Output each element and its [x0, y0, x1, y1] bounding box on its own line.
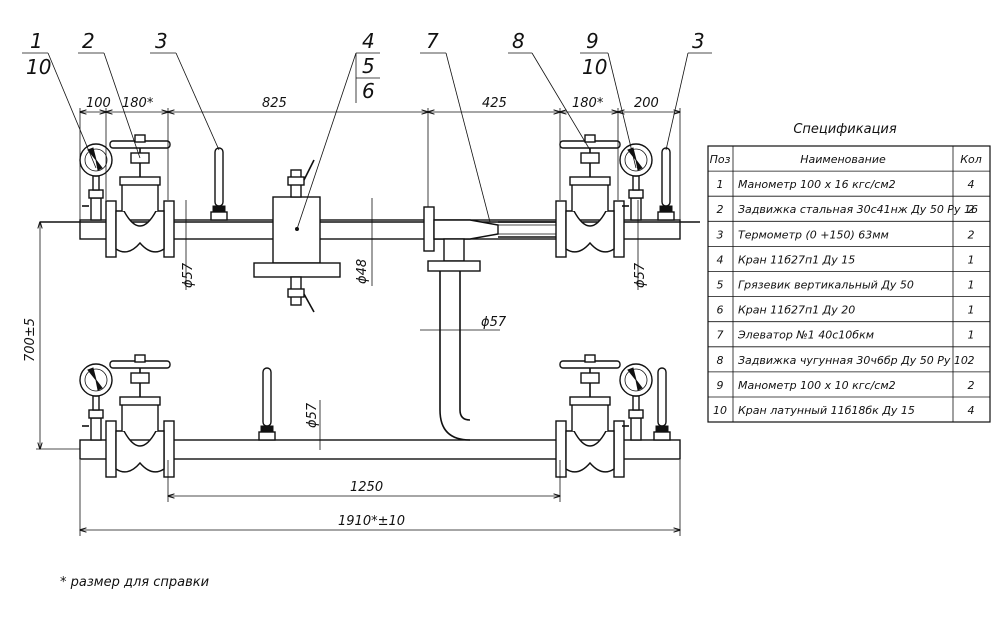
- spec-title: Спецификация: [793, 122, 897, 137]
- spec-name-cell: Кран латунный 11б18бк Ду 15: [738, 404, 915, 417]
- spec-pos-cell: 2: [717, 203, 724, 216]
- dim-425: 425: [482, 96, 507, 111]
- pos-10-left: 10: [26, 55, 51, 79]
- bottom-thermometer: [258, 367, 276, 441]
- spec-qty-cell: 1: [968, 253, 975, 266]
- spec-header-cell: Наименование: [800, 153, 886, 166]
- dim-825: 825: [262, 96, 287, 111]
- spec-row: 4 Кран 11б27п1 Ду 15 1: [708, 253, 990, 272]
- bottom-left-gate-valve: [105, 354, 175, 478]
- bypass-pipe: [427, 238, 481, 441]
- pos-9: 9: [586, 29, 599, 53]
- pos-6: 6: [362, 79, 375, 103]
- spec-header-cell: Кол: [960, 153, 982, 166]
- bottom-right-thermometer: [653, 367, 671, 441]
- spec-pos-cell: 3: [717, 228, 724, 241]
- top-left-thermometer: [210, 147, 228, 221]
- spec-qty-cell: 4: [968, 404, 975, 417]
- dim-180-left: 180*: [122, 96, 154, 111]
- spec-qty-cell: 4: [968, 178, 975, 191]
- spec-row: 1 Манометр 100 х 16 кгс/см2 4: [708, 178, 990, 197]
- footnote: * размер для справки: [60, 575, 209, 590]
- spec-pos-cell: 6: [717, 304, 724, 317]
- top-right-gate-valve: [555, 134, 625, 258]
- bottom-pipe: [79, 439, 681, 460]
- leader-lines: [22, 52, 712, 230]
- spec-name-cell: Термометр (0 +150) 63мм: [738, 228, 889, 241]
- mud-collector: [253, 159, 341, 313]
- spec-name-cell: Манометр 100 х 10 кгс/см2: [738, 379, 896, 392]
- spec-qty-cell: 2: [968, 354, 975, 367]
- pos-2: 2: [82, 29, 95, 53]
- spec-pos-cell: 1: [717, 178, 724, 191]
- top-right-thermometer: [657, 147, 675, 221]
- dim-dia57-top-right: ϕ57: [633, 262, 648, 288]
- spec-pos-cell: 5: [717, 279, 724, 292]
- elevator: [423, 206, 560, 252]
- dim-1910: 1910*±10: [338, 514, 405, 529]
- dimension-lines: [36, 108, 680, 536]
- bottom-right-gauge: [619, 363, 653, 441]
- spec-name-cell: Манометр 100 х 16 кгс/см2: [738, 178, 896, 191]
- pos-7: 7: [426, 29, 439, 53]
- dim-dia57-top-left: ϕ57: [181, 262, 196, 288]
- dim-1250: 1250: [350, 480, 383, 495]
- bottom-right-gate-valve: [555, 354, 625, 478]
- spec-pos-cell: 8: [717, 354, 724, 367]
- spec-row: 7 Элеватор №1 40с10бкм 1: [708, 329, 990, 348]
- spec-qty-cell: 2: [968, 379, 975, 392]
- dim-100: 100: [86, 96, 111, 111]
- pos-5: 5: [362, 54, 375, 78]
- pos-4: 4: [362, 29, 375, 53]
- dim-dia57-bypass: ϕ57: [481, 315, 507, 330]
- spec-name-cell: Кран 11б27п1 Ду 15: [738, 253, 855, 266]
- pos-1: 1: [30, 29, 43, 53]
- top-left-gate-valve: [105, 134, 175, 258]
- spec-name-cell: Задвижка чугунная 30ч6бр Ду 50 Ру 10: [738, 354, 968, 367]
- pos-3-right: 3: [692, 29, 705, 53]
- spec-qty-cell: 1: [968, 279, 975, 292]
- pos-8: 8: [512, 29, 525, 53]
- spec-pos-cell: 4: [717, 253, 724, 266]
- spec-row: 3 Термометр (0 +150) 63мм 2: [708, 228, 990, 247]
- spec-qty-cell: 2: [968, 203, 975, 216]
- spec-pos-cell: 10: [713, 404, 727, 417]
- spec-name-cell: Задвижка стальная 30с41нж Ду 50 Ру 16: [738, 203, 978, 216]
- spec-name-cell: Кран 11б27п1 Ду 20: [738, 304, 855, 317]
- pos-10-right: 10: [582, 55, 607, 79]
- spec-header-cell: Поз: [710, 153, 731, 166]
- spec-pos-cell: 7: [717, 329, 724, 342]
- pos-3-left: 3: [155, 29, 168, 53]
- dim-200: 200: [634, 96, 659, 111]
- spec-pos-cell: 9: [717, 379, 724, 392]
- spec-name-cell: Грязевик вертикальный Ду 50: [738, 279, 914, 292]
- dim-180-right: 180*: [572, 96, 604, 111]
- spec-name-cell: Элеватор №1 40с10бкм: [737, 329, 874, 342]
- dim-dia57-bottom: ϕ57: [305, 402, 320, 428]
- spec-qty-cell: 1: [968, 329, 975, 342]
- spec-qty-cell: 1: [968, 304, 975, 317]
- spec-qty-cell: 2: [968, 228, 975, 241]
- spec-row: 5 Грязевик вертикальный Ду 50 1: [708, 279, 990, 298]
- top-right-gauge: [619, 143, 653, 221]
- dim-700: 700±5: [23, 318, 38, 362]
- dim-dia48: ϕ48: [355, 259, 370, 284]
- spec-row: 10 Кран латунный 11б18бк Ду 15 4: [713, 404, 975, 417]
- spec-row: 6 Кран 11б27п1 Ду 20 1: [708, 304, 990, 323]
- spec-row: 9 Манометр 100 х 10 кгс/см2 2: [708, 379, 990, 398]
